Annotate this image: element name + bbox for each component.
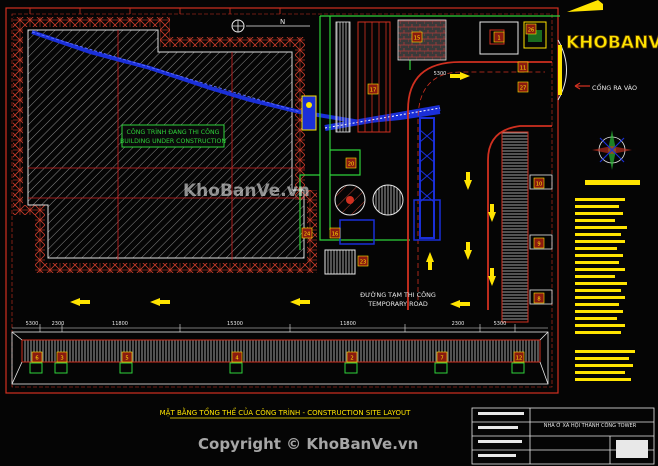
marker-9: 9: [537, 242, 540, 248]
marker-24: 24: [304, 232, 311, 238]
scaffolding-frame: [13, 17, 317, 273]
compass-rose: [592, 130, 632, 170]
marker-1: 1: [497, 36, 500, 42]
north-marker-top: N: [231, 18, 310, 33]
gate-label: CỔNG RA VÀO: [592, 82, 637, 92]
hoist-unit: [301, 95, 317, 131]
bottom-dimension-line: [12, 324, 548, 332]
marker-12: 12: [516, 356, 523, 362]
gate-arrow: [574, 82, 590, 90]
marker-11: 11: [520, 66, 527, 72]
material-shed-right: [501, 131, 529, 323]
storage-yard-1: [335, 21, 351, 133]
site-boundary-inner: [11, 13, 553, 388]
marker-16: 16: [332, 232, 339, 238]
marker-20: 20: [348, 162, 355, 168]
site-boundary: [5, 7, 559, 394]
title-block-project: NHÀ Ở XÃ HỘI THÀNH CÔNG TOWER: [544, 421, 637, 429]
khobanve-logo: KHOBANVE: [566, 0, 658, 53]
dim-7: 5300: [494, 321, 507, 327]
road-label-en: TEMPORARY ROAD: [367, 300, 428, 308]
guard-house: [523, 21, 547, 49]
brick-stockpile: [397, 19, 447, 61]
road-label-vi: ĐƯỜNG TẠM THI CÔNG: [360, 290, 436, 299]
dim-1: 5300: [26, 321, 39, 327]
marker-7: 7: [440, 356, 443, 362]
marker-15: 15: [414, 36, 421, 42]
marker-3: 3: [60, 356, 63, 362]
dim-5: 11800: [340, 321, 356, 327]
dim-4: 15300: [227, 321, 243, 327]
building-label-vi: CÔNG TRÌNH ĐANG THI CÔNG: [127, 127, 220, 136]
marker-17: 17: [370, 88, 377, 94]
hoist-marker: [306, 102, 312, 108]
center-watermark: KhoBanVe.vn: [183, 181, 310, 201]
logo-text: KHOBANVE: [566, 33, 658, 53]
bottom-camp-frame: [11, 331, 549, 385]
marker-10: 10: [536, 182, 543, 188]
right-side-pads: [529, 174, 553, 305]
marker-27: 27: [520, 86, 527, 92]
building-red-gridlines: [28, 30, 305, 260]
green-work-zone: [299, 15, 560, 250]
marker-2: 2: [350, 356, 353, 362]
marker-5: 5: [125, 356, 128, 362]
bottom-utility-posts: [29, 362, 525, 374]
building-label-box: [121, 124, 225, 148]
marker-6: 6: [35, 356, 38, 362]
storage-yard-2: [357, 21, 391, 133]
top-grid-markers: [29, 8, 281, 14]
marker-4: 4: [235, 356, 239, 362]
traffic-arrows: [70, 72, 496, 308]
marker-23: 23: [360, 260, 367, 266]
title-block: [471, 407, 655, 465]
mixer-2: [372, 184, 404, 216]
tower-crane-mast: [419, 117, 435, 239]
dim-6: 2300: [452, 321, 465, 327]
dim-3: 11800: [112, 321, 128, 327]
dim-2: 2300: [52, 321, 65, 327]
marker-8: 8: [537, 297, 540, 303]
north-label: N: [280, 18, 285, 26]
generator: [324, 249, 356, 275]
legend-block: [575, 180, 640, 381]
layout-title: MẶT BẰNG TỔNG THỂ CỦA CÔNG TRÌNH - CONST…: [160, 407, 411, 417]
numbered-markers: [31, 23, 545, 363]
building-label-en: BUILDING UNDER CONSTRUCTION: [120, 138, 226, 145]
temporary-road: [407, 61, 552, 310]
marker-26: 26: [528, 28, 535, 34]
labor-camp-shed: [21, 339, 541, 363]
office-block: [479, 21, 519, 55]
dim-8: 5300: [434, 71, 447, 77]
copyright-watermark: Copyright © KhoBanVe.vn: [198, 435, 418, 453]
